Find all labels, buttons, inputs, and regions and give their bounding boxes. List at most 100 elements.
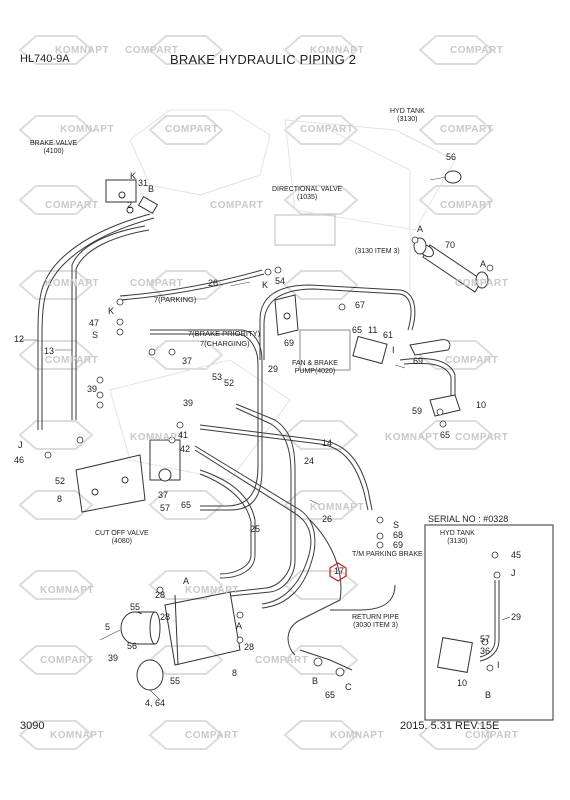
callout: 65 [325,690,336,700]
callout: K [262,280,269,290]
fittings [44,236,501,677]
watermark-text: COMPART [440,124,494,135]
callout: A [183,576,190,586]
callout: 42 [180,444,191,454]
watermark-text: COMPART [300,124,354,135]
callout: 24 [304,456,315,466]
callout: 28 [160,612,171,622]
callout: J [511,568,516,578]
label-return-pipe: RETURN PIPE(3030 ITEM 3) [352,614,400,629]
callout: C [345,682,352,692]
label-charging: 7(CHARGING) [200,339,250,348]
watermark-text: COMPART [45,355,99,366]
callout: K [130,171,137,181]
watermark-text: COMPART [210,200,264,211]
watermark-text: KOMNAPT [55,45,110,56]
label-inset-tank: HYD TANK(3130) [440,530,475,545]
callout: 45 [511,550,522,560]
callout: 54 [275,276,286,286]
label-tank-item: (3130 ITEM 3) [355,248,400,255]
callout: 69 [393,540,404,550]
watermark-text: KOMNAPT [60,124,115,135]
callout: 37 [182,356,193,366]
watermark-text: COMPART [125,45,179,56]
callout: I [497,660,500,670]
callout: 26 [208,278,219,288]
watermark-text: KOMNAPT [50,730,105,741]
callout: 65 [352,325,363,335]
components [75,170,554,721]
callout: 39 [183,398,194,408]
callout: 28 [155,590,166,600]
pipes [37,213,500,671]
serial-number: SERIAL NO : #0328 [428,514,509,524]
callout: 29 [511,612,522,622]
callout: 53 [212,372,223,382]
callout: 29 [268,364,279,374]
callout: 59 [412,406,423,416]
callout: A [480,259,487,269]
watermark-text: KOMNAPT [130,432,185,443]
watermark-text: COMPART [40,655,94,666]
callout: 10 [457,678,468,688]
callout: 28 [244,642,255,652]
callout: 41 [178,430,189,440]
watermark-text: COMPART [130,278,184,289]
watermark-text: KOMNAPT [330,730,385,741]
callout: 31 [138,178,149,188]
callout: 39 [108,653,119,663]
watermark-text: COMPART [450,45,504,56]
callout: B [485,690,492,700]
watermark-text: COMPART [165,124,219,135]
callout: B [312,676,319,686]
callout: 68 [393,530,404,540]
callout: 13 [44,346,55,356]
page-title: BRAKE HYDRAULIC PIPING 2 [170,52,357,67]
callout: 4, 64 [145,698,166,708]
revision-date: 2015. 5.31 REV.15E [400,720,500,732]
model-code: HL740-9A [20,53,70,65]
callout: 12 [14,334,25,344]
callout: A [417,224,424,234]
callout: 70 [445,240,456,250]
callout: 65 [181,500,192,510]
label-cut-off-valve: CUT OFF VALVE(4080) [95,530,149,545]
callout: 39 [87,384,98,394]
callout: 56 [127,641,138,651]
watermark-text: KOMNAPT [310,502,365,513]
watermark-text: COMPART [440,200,494,211]
callout: B [148,184,155,194]
callout: 65 [440,430,451,440]
callout: 56 [446,152,457,162]
label-tm-parking: T/M PARKING BRAKE [352,551,423,558]
watermark-text: KOMNAPT [310,45,365,56]
callout: K [108,306,115,316]
watermark-text: COMPART [185,730,239,741]
watermark-text: COMPART [445,355,499,366]
callout: 57 [480,634,491,644]
callout: 55 [130,602,141,612]
label-hyd-tank: HYD TANK(3130) [390,108,425,123]
callout: 47 [89,318,100,328]
callout: 52 [55,476,66,486]
callout: 8 [232,668,238,678]
watermark-text: KOMNAPT [385,432,440,443]
label-parking: 7(PARKING) [154,295,197,304]
callout: 67 [355,300,366,310]
callout: 69 [284,338,295,348]
callout: 46 [14,455,25,465]
callout: 61 [383,330,394,340]
watermark-text: COMPART [45,200,99,211]
callout: S [92,330,99,340]
callout: 25 [250,524,261,534]
callout: S [393,520,400,530]
watermark-text: KOMNAPT [45,278,100,289]
callout: 26 [322,514,333,524]
label-brake-priority: 7(BRAKE PRIORITY) [188,329,261,338]
callout: 17 [334,566,345,576]
callout: 5 [105,622,111,632]
callout: A [236,621,243,631]
callout: 37 [158,490,169,500]
watermark-text: COMPART [255,655,309,666]
